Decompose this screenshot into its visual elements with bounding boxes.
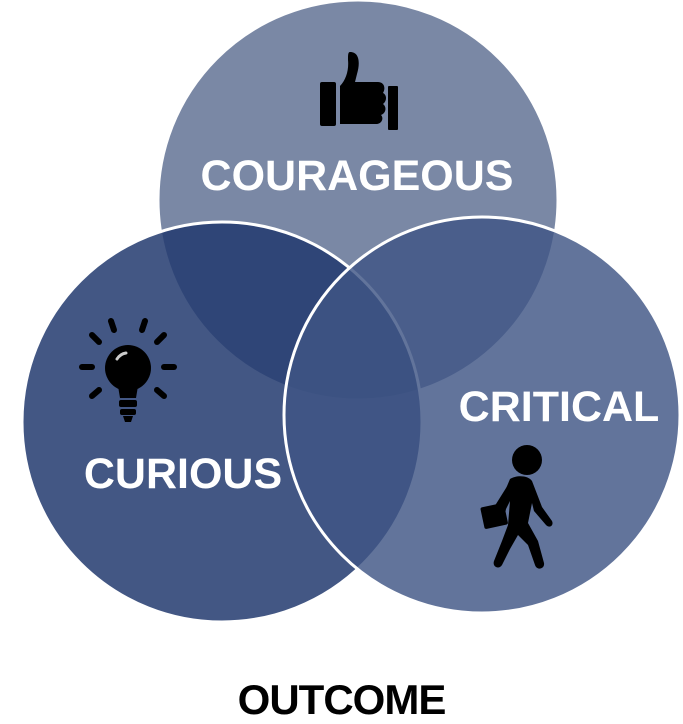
label-critical: CRITICAL [459, 383, 660, 431]
label-courageous: COURAGEOUS [201, 152, 514, 200]
lightbulb-icon [79, 318, 177, 422]
label-curious: CURIOUS [84, 450, 282, 498]
walking-person-icon [480, 445, 553, 569]
outcome-label: OUTCOME [237, 676, 447, 723]
circle-critical [282, 215, 682, 615]
thumbs-up-icon [320, 52, 398, 130]
